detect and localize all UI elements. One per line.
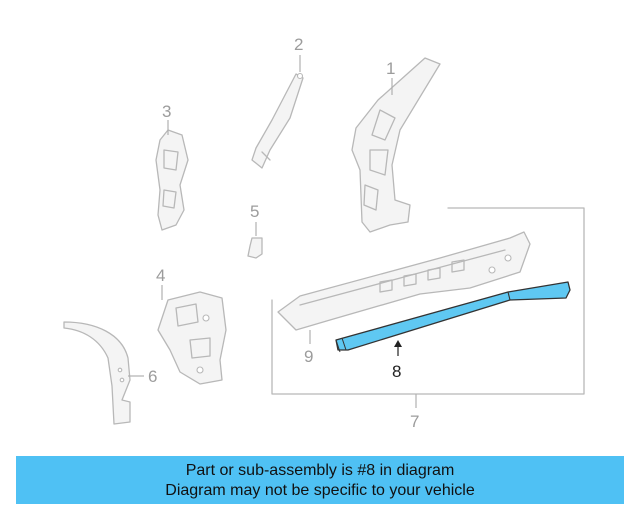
part-3-hinge-bracket[interactable] (155, 129, 189, 231)
callout-3[interactable]: 3 (162, 102, 171, 121)
callout-5[interactable]: 5 (250, 202, 259, 221)
part-1-pillar[interactable] (351, 57, 441, 233)
part-8-rocker-molding[interactable] (335, 281, 571, 353)
callout-9[interactable]: 9 (304, 347, 313, 366)
callout-4[interactable]: 4 (156, 266, 165, 285)
part-4-lower-pillar[interactable] (157, 291, 227, 385)
leader-8-arrowhead (394, 340, 402, 347)
assembly-7-frame (271, 207, 585, 395)
callout-8[interactable]: 8 (392, 362, 401, 381)
banner-line-1: Part or sub-assembly is #8 in diagram (185, 462, 455, 479)
part-5-clip[interactable] (247, 237, 263, 259)
callout-7[interactable]: 7 (410, 412, 419, 431)
parts-diagram: 1 2 3 5 4 6 7 (63, 35, 585, 431)
part-2-pillar-strip[interactable] (251, 72, 304, 169)
callout-1[interactable]: 1 (386, 59, 395, 78)
part-9-rocker-panel[interactable] (277, 231, 531, 331)
callout-2[interactable]: 2 (294, 35, 303, 54)
callout-6[interactable]: 6 (148, 367, 157, 386)
banner-line-2: Diagram may not be specific to your vehi… (165, 482, 475, 499)
part-6-fender-apron[interactable] (63, 321, 131, 425)
info-banner: Part or sub-assembly is #8 in diagram Di… (16, 456, 624, 504)
